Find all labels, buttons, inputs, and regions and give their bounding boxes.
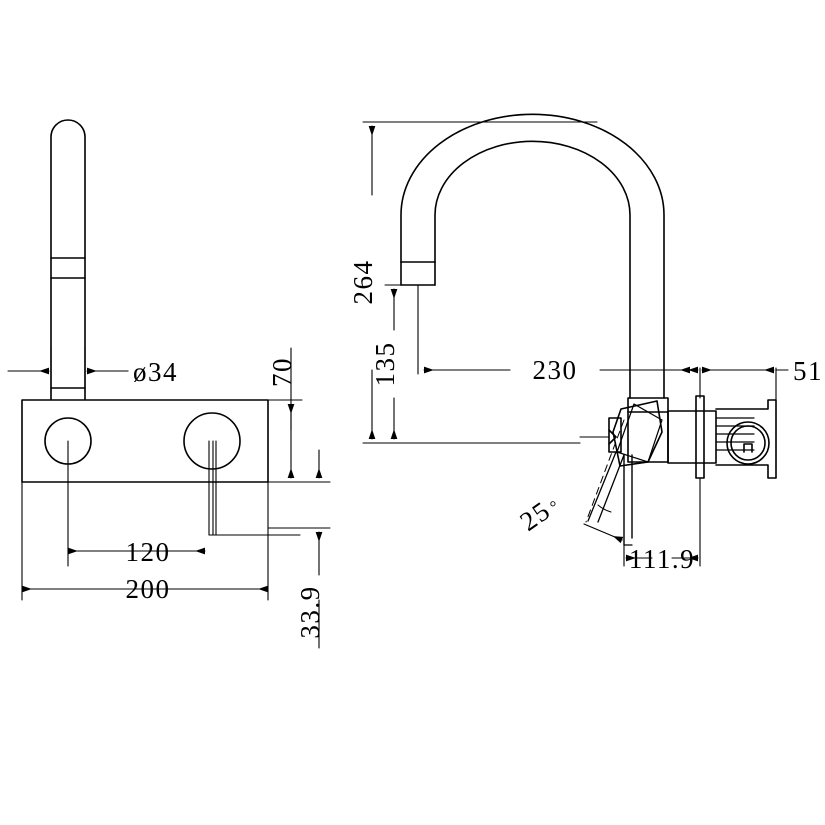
label-height-70: 70 <box>267 357 297 387</box>
label-height-135: 135 <box>370 342 400 387</box>
side-handle-inner-facet <box>616 403 663 463</box>
side-retaining-plate <box>695 395 705 479</box>
label-width-200: 200 <box>126 574 171 604</box>
side-cartridge-barrel <box>667 410 717 464</box>
label-length-111-9: 111.9 <box>629 544 695 574</box>
side-outer-shroud <box>715 399 777 479</box>
dim-length-111-9 <box>623 477 701 567</box>
front-spout-tube <box>50 119 86 400</box>
dim25-angle-ref-line <box>585 419 625 523</box>
dim-angle-25 <box>583 419 625 544</box>
side-cartridge-key <box>743 443 753 453</box>
side-cartridge-circle-inner <box>730 425 766 461</box>
label-depth-51: 51 <box>793 356 823 386</box>
front-backplate <box>21 399 269 483</box>
side-lever-outer <box>587 451 617 522</box>
front-handle-flange-circle <box>183 412 241 470</box>
side-handle-shoulder <box>608 417 622 453</box>
side-handle-notch <box>608 429 617 445</box>
dim-depth-33-9 <box>267 527 331 649</box>
side-gooseneck-inner <box>434 140 631 399</box>
dim25-arrow <box>583 523 624 544</box>
label-depth-33-9: 33.9 <box>295 585 325 638</box>
dim-height-264 <box>362 121 598 444</box>
label-height-264: 264 <box>348 260 378 305</box>
label-angle-25: 25° <box>514 488 565 536</box>
side-view-geometry <box>400 113 777 546</box>
side-cartridge-circle-outer <box>726 421 770 465</box>
dim-diameter-34 <box>7 345 129 393</box>
dim-height-70 <box>267 347 331 483</box>
dim-depth-51 <box>671 366 789 401</box>
dim25-arc <box>597 504 612 513</box>
label-width-120: 120 <box>126 537 171 567</box>
front-view-geometry <box>21 119 301 601</box>
side-lever-inner <box>597 454 625 523</box>
side-gooseneck-outer <box>400 113 665 399</box>
label-reach-230: 230 <box>533 355 578 385</box>
dim-height-135 <box>384 284 402 440</box>
label-diameter-34: ø34 <box>133 357 178 387</box>
